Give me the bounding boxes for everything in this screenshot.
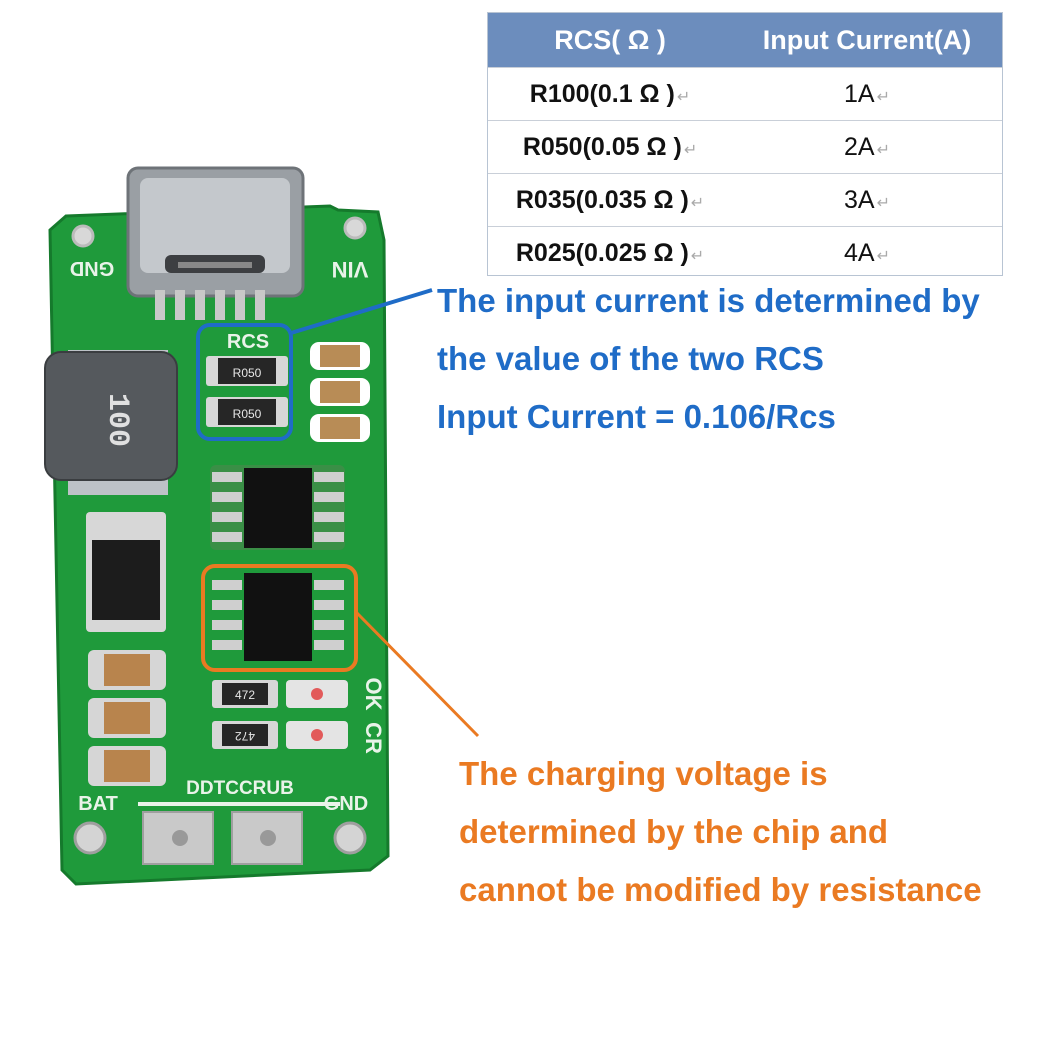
note-line: determined by the chip and: [459, 813, 889, 850]
return-mark: ↵: [876, 141, 891, 159]
capacitor-column: [310, 342, 370, 442]
rcs-resistor-1: R050: [206, 356, 288, 386]
silk-gnd-bottom: GND: [324, 793, 368, 815]
inductor: 100: [44, 350, 178, 495]
return-mark: ↵: [690, 247, 705, 265]
mount-hole-top-right: [343, 216, 367, 240]
led-ok: [286, 680, 348, 708]
table-header: RCS( Ω ) Input Current(A): [488, 13, 1002, 67]
return-mark: ↵: [676, 88, 691, 106]
svg-text:472: 472: [235, 688, 255, 702]
cell-rcs: R025(0.025 Ω ): [515, 238, 689, 267]
solder-pad-bat: [142, 811, 214, 865]
silk-bat: BAT: [78, 793, 118, 815]
svg-text:472: 472: [235, 729, 255, 743]
return-mark: ↵: [876, 194, 891, 212]
cell-rcs: R050(0.05 Ω ): [522, 132, 682, 161]
note-line: The charging voltage is: [459, 755, 828, 792]
led-resistor-2: 472: [212, 721, 278, 749]
silk-rcs: RCS: [227, 331, 269, 353]
cell-current: 4A: [844, 238, 875, 267]
return-mark: ↵: [683, 141, 698, 159]
table-row: R025(0.025 Ω )↵ 4A↵: [488, 226, 1002, 279]
bulk-capacitors: [88, 650, 166, 786]
charging-voltage-note: The charging voltage is determined by th…: [459, 745, 982, 919]
cell-rcs: R100(0.1 Ω ): [529, 79, 675, 108]
silk-cr: CR: [361, 722, 386, 754]
callout-line-chip: [354, 610, 480, 738]
svg-text:R050: R050: [233, 407, 262, 421]
callout-line-rcs: [290, 288, 433, 335]
note-line: The input current is determined by: [437, 282, 980, 319]
table-row: R100(0.1 Ω )↵ 1A↵: [488, 67, 1002, 120]
led-resistor-1: 472: [212, 680, 278, 708]
mount-hole-top-left: [71, 224, 95, 248]
charger-chip: [212, 573, 344, 661]
upper-ic: [210, 465, 345, 550]
diode: [86, 512, 166, 632]
silk-ok: OK: [361, 678, 386, 711]
cell-rcs: R035(0.035 Ω ): [515, 185, 689, 214]
note-line: Input Current = 0.106/Rcs: [437, 398, 836, 435]
rcs-current-table: RCS( Ω ) Input Current(A) R100(0.1 Ω )↵ …: [487, 12, 1003, 276]
mount-hole-bottom-right: [333, 821, 367, 855]
table-row: R035(0.035 Ω )↵ 3A↵: [488, 173, 1002, 226]
silk-vin: VIN: [332, 257, 369, 282]
table-row: R050(0.05 Ω )↵ 2A↵: [488, 120, 1002, 173]
solder-pad-gnd: [231, 811, 303, 865]
inductor-code: 100: [100, 393, 134, 447]
chip-highlight-box: [201, 564, 358, 672]
note-line: cannot be modified by resistance: [459, 871, 982, 908]
rcs-resistor-2: R050: [206, 397, 288, 427]
cell-current: 3A: [844, 185, 875, 214]
svg-text:R050: R050: [233, 366, 262, 380]
input-current-note: The input current is determined by the v…: [437, 272, 980, 446]
led-cr: [286, 721, 348, 749]
cell-current: 2A: [844, 132, 875, 161]
silk-model: DDTCCRUB: [186, 778, 294, 799]
return-mark: ↵: [876, 88, 891, 106]
return-mark: ↵: [876, 247, 891, 265]
mount-hole-bottom-left: [73, 821, 107, 855]
cell-current: 1A: [844, 79, 875, 108]
return-mark: ↵: [690, 194, 705, 212]
header-rcs: RCS( Ω ): [554, 24, 666, 55]
rcs-highlight-box: [196, 323, 293, 441]
usb-c-connector: [126, 166, 305, 320]
note-line: the value of the two RCS: [437, 340, 824, 377]
header-input-current: Input Current(A): [762, 24, 972, 55]
silk-gnd-top: GND: [70, 257, 114, 279]
